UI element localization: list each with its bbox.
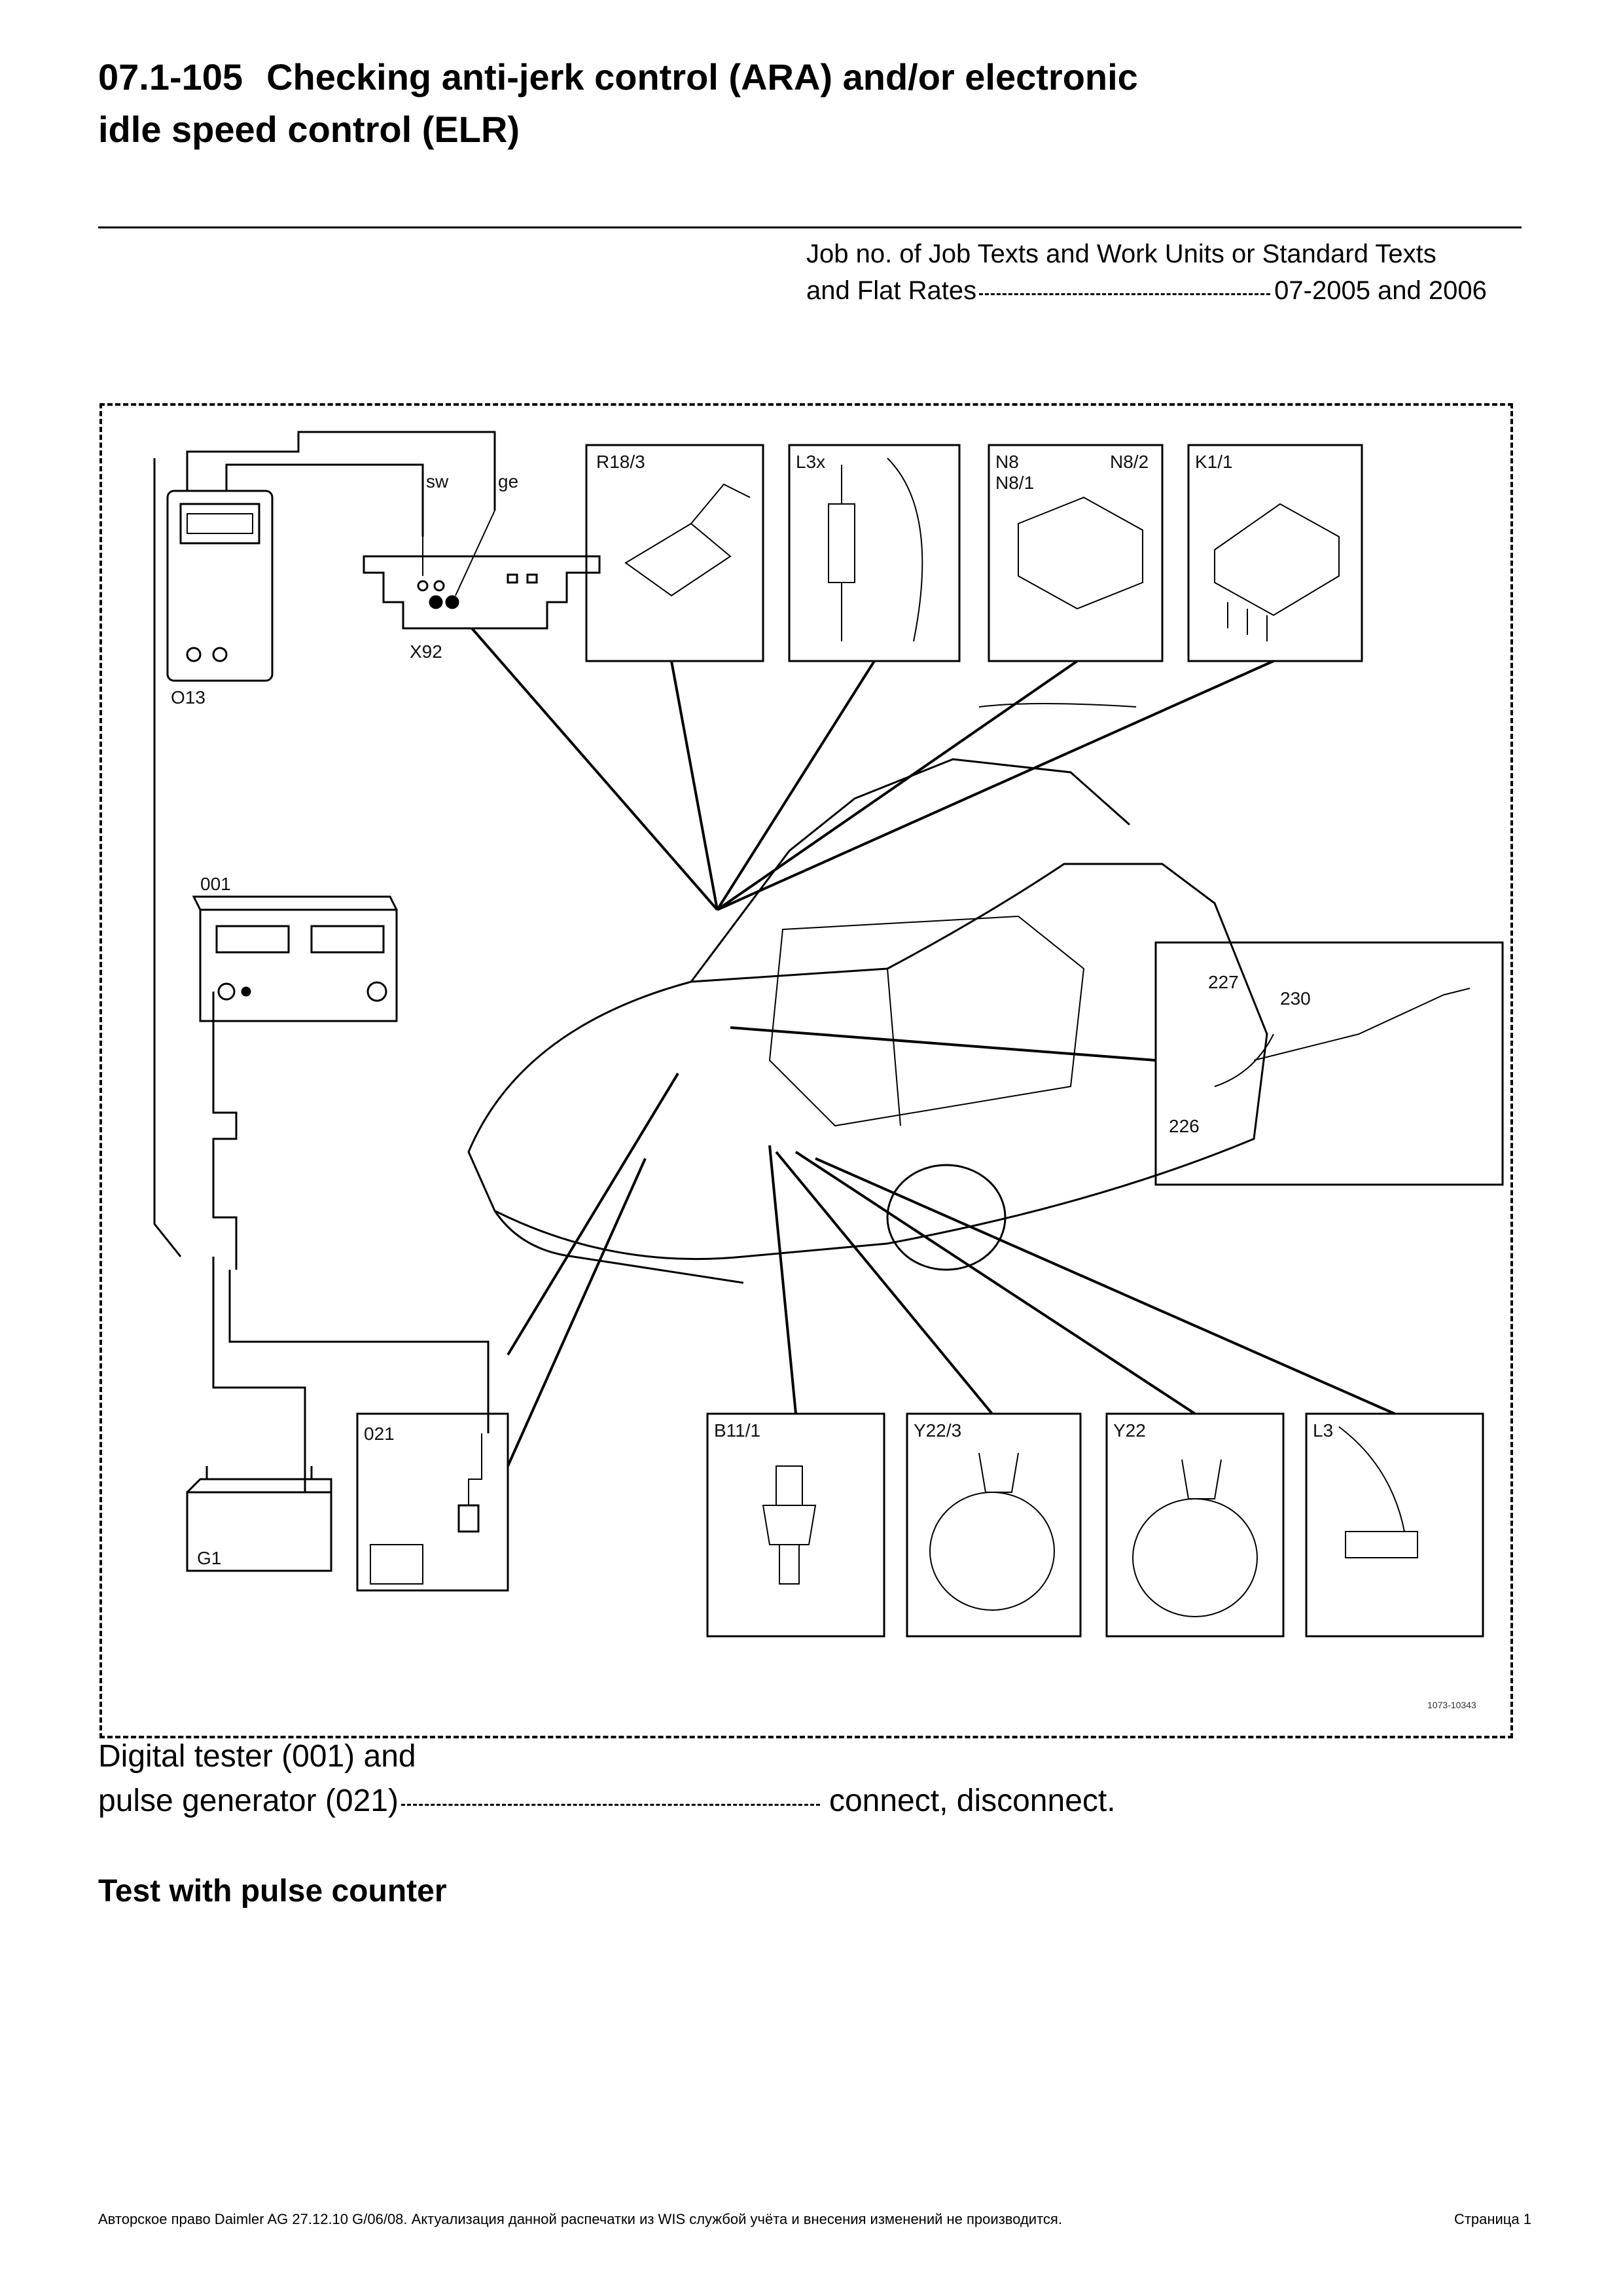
wiring-illustration: O13 X92 sw ge 001 021 G1 R18/3 L3x N8 N8…	[99, 403, 1513, 1738]
component-y22-panel	[1105, 1412, 1285, 1638]
digital-tester-001-icon	[192, 895, 490, 1492]
document-title: 07.1-105 Checking anti-jerk control (ARA)…	[98, 51, 1472, 156]
label-x92: X92	[410, 641, 442, 662]
label-sw: sw	[426, 471, 449, 492]
label-r18-3: R18/3	[596, 452, 645, 472]
vehicle-illustration	[467, 703, 1268, 1284]
job-number: 07.1-105	[98, 56, 243, 98]
figure-caption: Digital tester (001) and pulse generator…	[98, 1734, 1342, 1823]
caption-action: connect, disconnect.	[829, 1784, 1116, 1818]
job-reference: Job no. of Job Texts and Work Units or S…	[806, 236, 1526, 309]
label-o13: O13	[171, 687, 205, 708]
component-l3x-panel	[788, 444, 961, 662]
label-y22: Y22	[1113, 1420, 1146, 1441]
leader-lines	[471, 627, 1395, 1467]
label-021: 021	[364, 1424, 395, 1444]
title-line-1: Checking anti-jerk control (ARA) and/or …	[266, 56, 1138, 98]
label-l3x: L3x	[796, 452, 825, 472]
detail-226-230-panel	[1154, 941, 1504, 1186]
section-heading: Test with pulse counter	[98, 1874, 447, 1909]
label-k1-1: K1/1	[1195, 452, 1233, 472]
label-n8-2: N8/2	[1110, 452, 1149, 472]
flat-rates-value: 07-2005 and 2006	[1274, 276, 1487, 305]
page-number: Страница 1	[1454, 2211, 1531, 2227]
caption-line-1: Digital tester (001) and	[98, 1739, 416, 1774]
pulse-generator-021-panel	[356, 1412, 509, 1592]
component-y22-3-panel	[906, 1412, 1082, 1638]
battery-g1-icon	[186, 1466, 332, 1572]
component-l3-panel	[1305, 1412, 1484, 1638]
label-226: 226	[1169, 1116, 1200, 1136]
header-divider	[98, 226, 1522, 228]
label-l3: L3	[1313, 1420, 1333, 1441]
title-line-2: idle speed control (ELR)	[98, 109, 520, 150]
label-230: 230	[1280, 988, 1311, 1009]
label-g1: G1	[197, 1548, 221, 1568]
label-ge: ge	[498, 471, 518, 492]
component-b11-1-panel	[706, 1412, 885, 1638]
dotted-leader	[979, 293, 1271, 295]
label-n8: N8	[995, 452, 1019, 472]
label-227: 227	[1208, 972, 1239, 992]
dotted-leader	[401, 1804, 820, 1806]
component-r18-3-panel	[585, 444, 764, 662]
figure-code: 1073-10343	[1427, 1700, 1476, 1710]
connector-x92-icon	[363, 484, 601, 630]
label-y22-3: Y22/3	[914, 1420, 961, 1441]
flat-rates-label: and Flat Rates	[806, 276, 977, 305]
job-reference-line-1: Job no. of Job Texts and Work Units or S…	[806, 240, 1436, 268]
page-footer: Авторское право Daimler AG 27.12.10 G/06…	[98, 2211, 1531, 2228]
label-b11-1: B11/1	[714, 1420, 760, 1441]
caption-line-2: pulse generator (021) connect, disconnec…	[98, 1779, 1342, 1823]
label-n8-1: N8/1	[995, 473, 1034, 493]
job-reference-line-2: and Flat Rates 07-2005 and 2006	[806, 272, 1526, 309]
label-001: 001	[200, 874, 231, 894]
copyright-notice: Авторское право Daimler AG 27.12.10 G/06…	[98, 2211, 1062, 2227]
component-k1-1-panel	[1187, 444, 1363, 662]
caption-label: pulse generator (021)	[98, 1784, 399, 1818]
illustration-svg: O13 X92 sw ge 001 021 G1 R18/3 L3x N8 N8…	[153, 431, 1504, 1710]
figure-labels: O13 X92 sw ge 001 021 G1 R18/3 L3x N8 N8…	[171, 452, 1476, 1710]
